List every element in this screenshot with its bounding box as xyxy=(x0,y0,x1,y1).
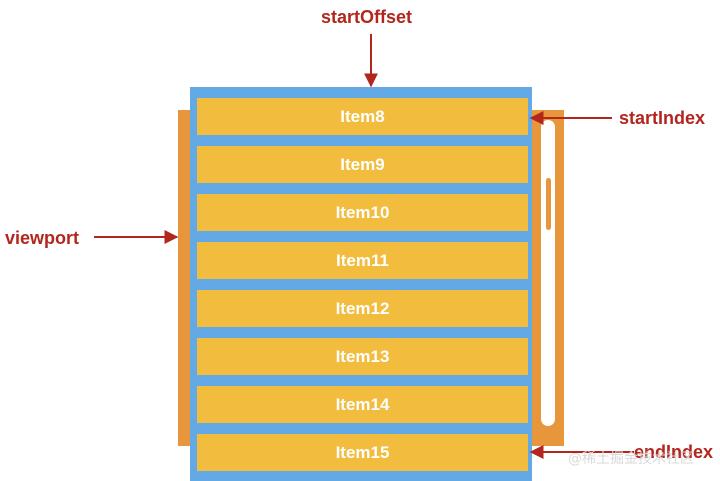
scrollbar-thumb[interactable] xyxy=(546,178,551,230)
start-offset-label: startOffset xyxy=(321,7,413,27)
list-item: Item13 xyxy=(197,338,528,375)
watermark: @稀土掘金技术社区 xyxy=(568,451,694,467)
list-item: Item8 xyxy=(197,98,528,135)
viewport-bar xyxy=(178,110,192,446)
list-item: Item14 xyxy=(197,386,528,423)
viewport-label: viewport xyxy=(5,228,80,248)
list-item: Item10 xyxy=(197,194,528,231)
scrollbar-inner-track xyxy=(541,120,555,426)
list-item: Item11 xyxy=(197,242,528,279)
start-index-label: startIndex xyxy=(619,108,706,128)
list-item: Item12 xyxy=(197,290,528,327)
list-item: Item9 xyxy=(197,146,528,183)
end-index-label: endIndex xyxy=(634,442,714,462)
list-item: Item15 xyxy=(197,434,528,471)
